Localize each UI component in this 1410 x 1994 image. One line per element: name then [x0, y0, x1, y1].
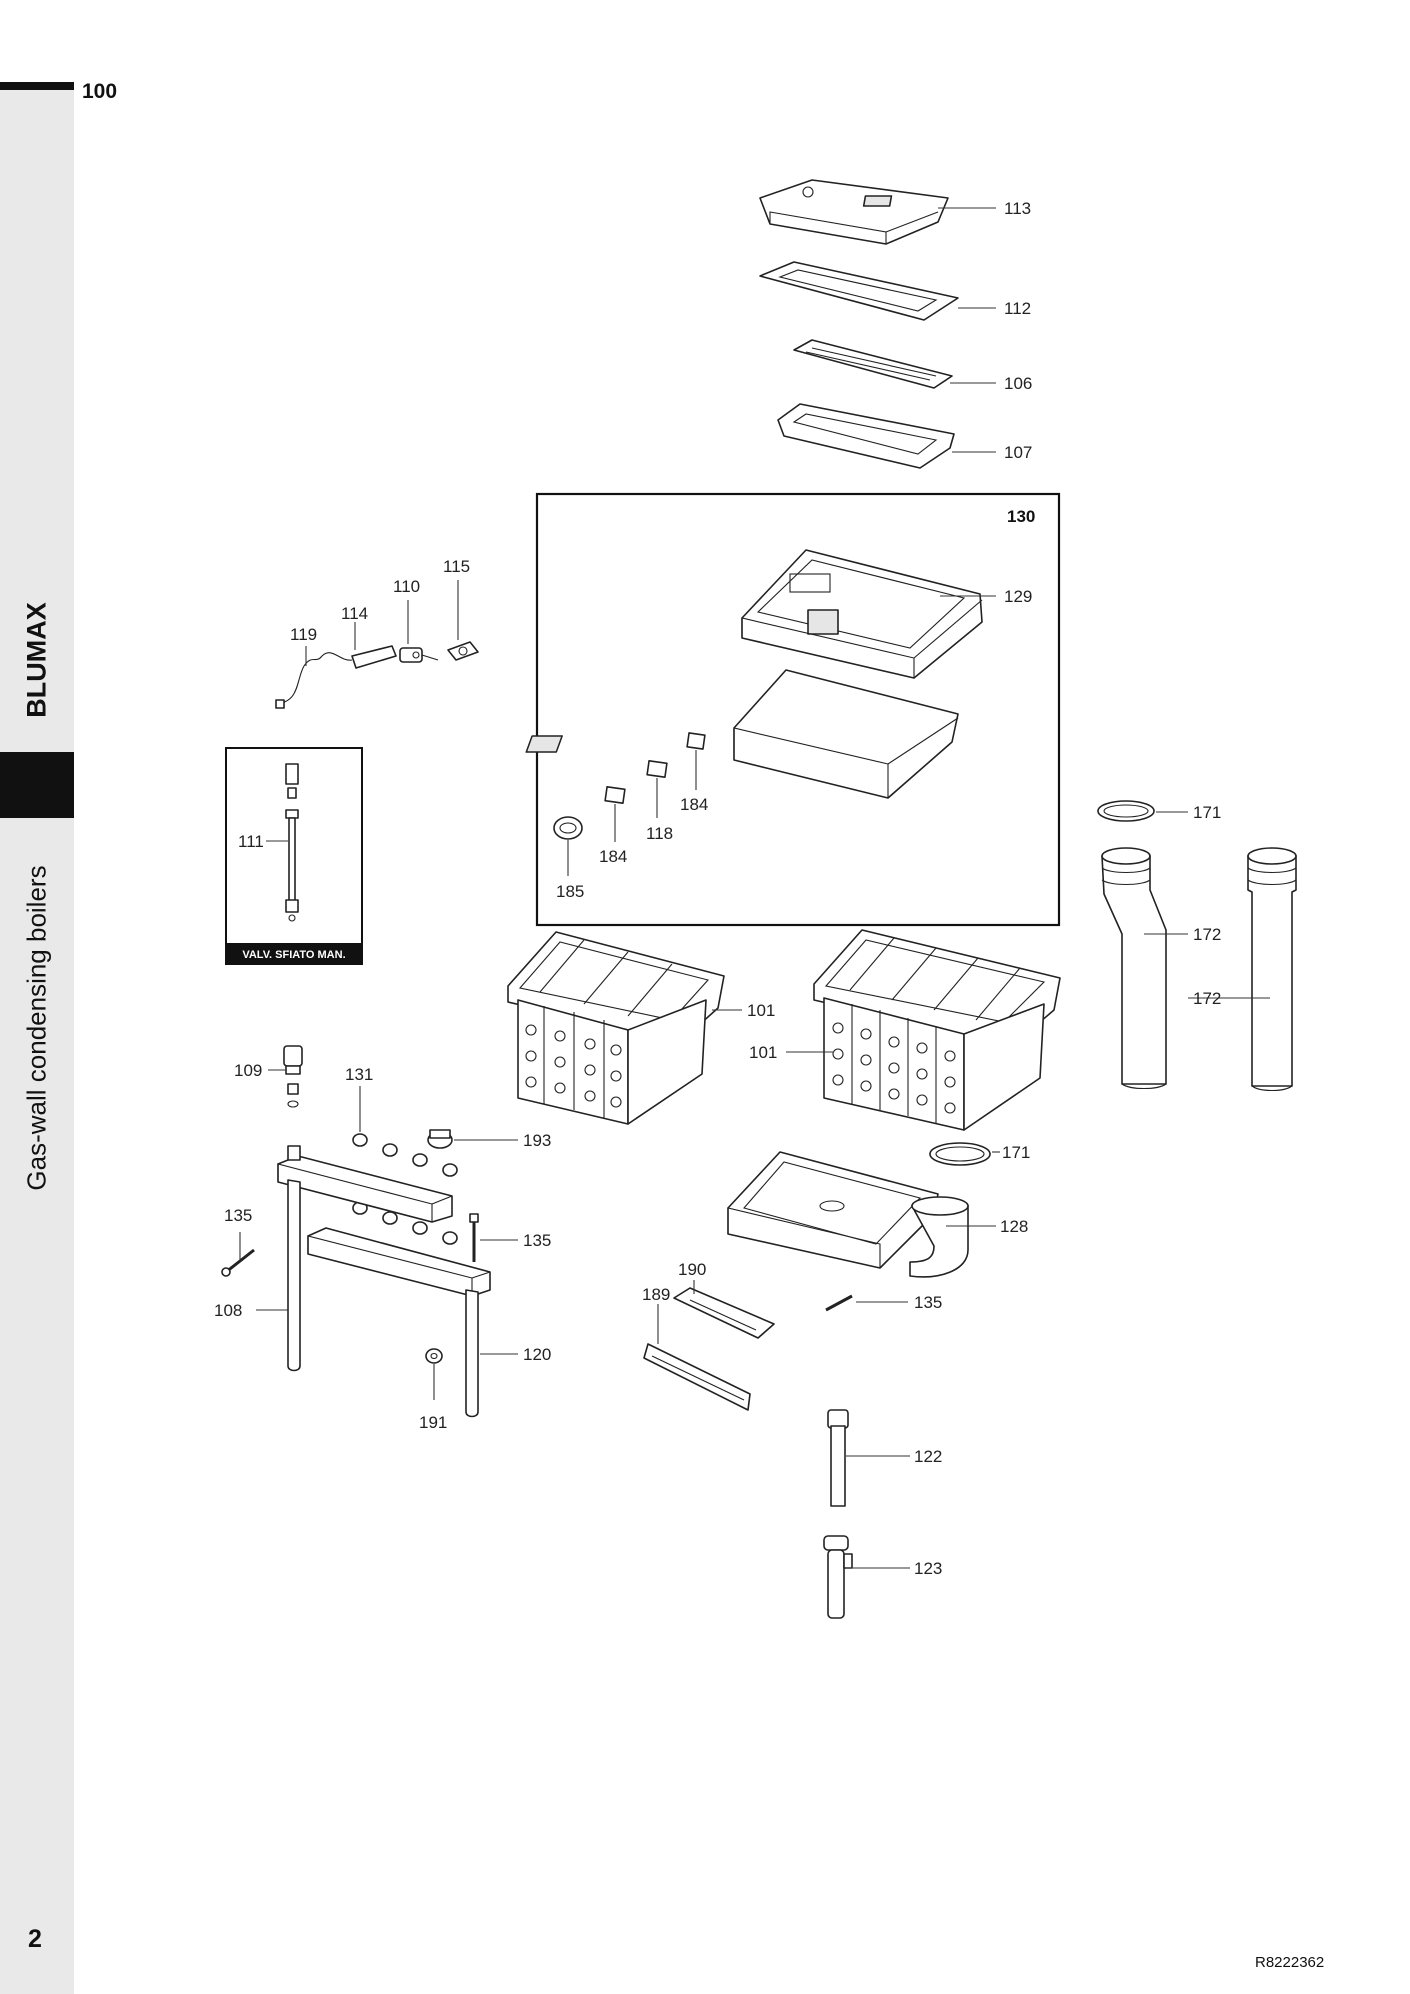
part-128-collector: [727, 1151, 969, 1278]
callout-122: 122: [914, 1447, 942, 1466]
callout-193: 193: [523, 1131, 551, 1150]
callout-184-a: 184: [680, 795, 708, 814]
callout-101-a: 101: [747, 1001, 775, 1020]
part-130-insulation-block: [525, 669, 959, 799]
callout-107: 107: [1004, 443, 1032, 462]
valve-box-caption-bar: [226, 943, 362, 964]
callout-185: 185: [556, 882, 584, 901]
part-110-electrode: [399, 647, 439, 663]
callout-184-b: 184: [599, 847, 627, 866]
part-115-gasket: [447, 641, 479, 661]
part-171-seal-top: [1097, 800, 1155, 822]
part-114-cap: [351, 645, 397, 669]
part-184-gasket-a: [686, 732, 706, 750]
part-118-gasket: [646, 760, 668, 778]
document-code: R8222362: [1255, 1954, 1325, 1971]
callout-129: 129: [1004, 587, 1032, 606]
callout-172-b: 172: [1193, 989, 1221, 1008]
callout-123: 123: [914, 1559, 942, 1578]
part-189-plate: [643, 1343, 751, 1411]
part-185-gasket: [553, 816, 583, 840]
part-129-housing: [741, 549, 983, 679]
callout-135-a: 135: [224, 1206, 252, 1225]
callout-119: 119: [290, 625, 317, 644]
callout-106: 106: [1004, 374, 1032, 393]
callout-171-a: 171: [1193, 803, 1221, 822]
part-113-cover: [759, 179, 949, 245]
sidebar-section-marker: [0, 752, 74, 818]
sidebar-band: [0, 82, 74, 1994]
part-111-air-vent-valve: [285, 763, 299, 922]
callout-111: 111: [238, 832, 264, 851]
part-172-pipe-offset: [1101, 847, 1167, 1090]
part-135-bolt-right: [825, 1294, 853, 1312]
part-101-exchanger-left: [507, 931, 725, 1125]
part-109-air-vent: [283, 1045, 303, 1108]
part-171-seal-bottom: [929, 1142, 991, 1166]
callout-135-b: 135: [523, 1231, 551, 1250]
callout-113: 113: [1004, 199, 1031, 218]
valve-box-caption: VALV. SFIATO MAN.: [242, 949, 345, 961]
callout-109: 109: [234, 1061, 262, 1080]
callout-115: 115: [443, 557, 470, 576]
part-135-bolt-frame: [469, 1213, 479, 1262]
callout-112: 112: [1004, 299, 1031, 318]
part-119-cable: [275, 652, 353, 709]
callout-118: 118: [646, 824, 673, 843]
part-190-plate: [673, 1287, 775, 1339]
part-120-rear-frame: [307, 1227, 491, 1418]
callout-171-b: 171: [1002, 1143, 1030, 1162]
part-193-plug: [427, 1129, 453, 1149]
callout-189: 189: [642, 1285, 670, 1304]
part-135-bolt-left: [221, 1248, 255, 1277]
part-122-drain-pipe: [827, 1409, 849, 1507]
part-172-pipe-straight: [1247, 847, 1297, 1092]
callout-190: 190: [678, 1260, 706, 1279]
callout-131: 131: [345, 1065, 373, 1084]
part-107-tray: [777, 403, 955, 469]
part-191-washer: [425, 1348, 443, 1364]
callout-120: 120: [523, 1345, 551, 1364]
group-box-label: 130: [1007, 507, 1035, 526]
callout-110: 110: [393, 577, 420, 596]
part-112-gasket: [759, 261, 959, 321]
part-123-siphon: [823, 1535, 853, 1619]
sidebar-top-bar: [0, 82, 74, 90]
group-box-130: [535, 492, 1061, 927]
part-184-gasket-b: [604, 786, 626, 804]
callout-135-c: 135: [914, 1293, 942, 1312]
callout-114: 114: [341, 604, 368, 623]
callout-101-b: 101: [749, 1043, 777, 1062]
callout-172-a: 172: [1193, 925, 1221, 944]
page-number: 2: [28, 1925, 42, 1953]
callout-128: 128: [1000, 1217, 1028, 1236]
section-number: 100: [82, 80, 118, 103]
part-101-exchanger-right: [813, 929, 1061, 1131]
part-106-plate: [793, 339, 953, 389]
callout-108: 108: [214, 1301, 242, 1320]
part-108-front-frame: [277, 1145, 453, 1372]
callout-191: 191: [419, 1413, 447, 1432]
